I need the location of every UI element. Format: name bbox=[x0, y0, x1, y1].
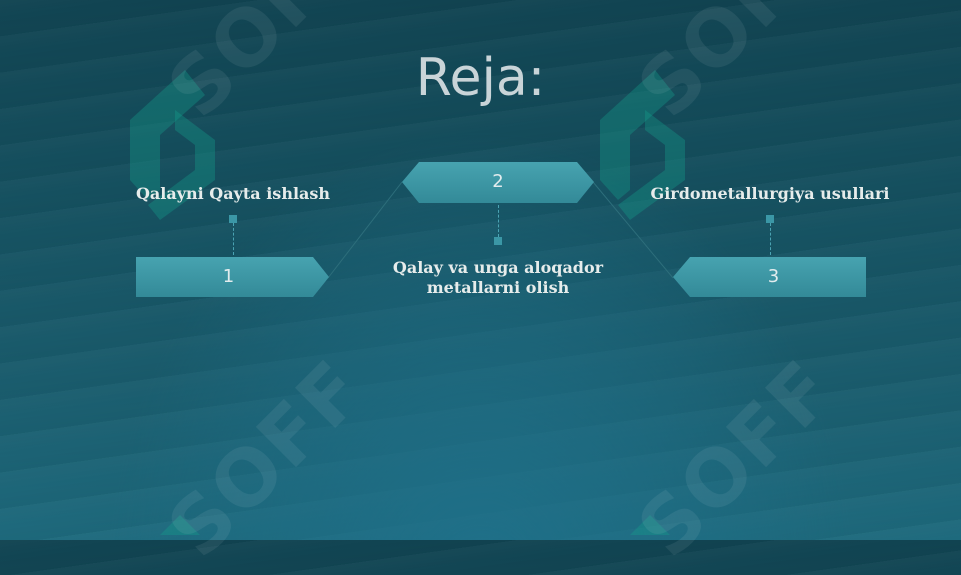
step-2-shape[interactable] bbox=[402, 162, 594, 203]
slide-title: Reja: bbox=[415, 48, 546, 108]
process-diagram bbox=[136, 162, 866, 297]
step-2-label-line2: metallarni olish bbox=[426, 278, 570, 297]
step-1-marker bbox=[229, 215, 237, 223]
step-3-marker bbox=[766, 215, 774, 223]
step-1-number: 1 bbox=[222, 266, 235, 287]
step-1-label: Qalayni Qayta ishlash bbox=[135, 184, 331, 203]
step-2-label-line1: Qalay va unga aloqador bbox=[392, 258, 604, 277]
step-3-label: Girdometallurgiya usullari bbox=[650, 184, 890, 203]
step-3-dash bbox=[770, 223, 771, 255]
step-2-marker bbox=[494, 237, 502, 245]
step-1-dash bbox=[233, 223, 234, 255]
connector-line bbox=[327, 181, 403, 279]
step-1-shape[interactable] bbox=[136, 257, 329, 297]
step-2-number: 2 bbox=[492, 171, 504, 192]
step-3-shape[interactable] bbox=[673, 257, 866, 297]
step-3-number: 3 bbox=[767, 266, 780, 287]
step-2-label: Qalay va unga aloqador metallarni olish bbox=[373, 258, 623, 298]
step-2-dash bbox=[498, 205, 499, 237]
connector-line bbox=[592, 181, 674, 279]
